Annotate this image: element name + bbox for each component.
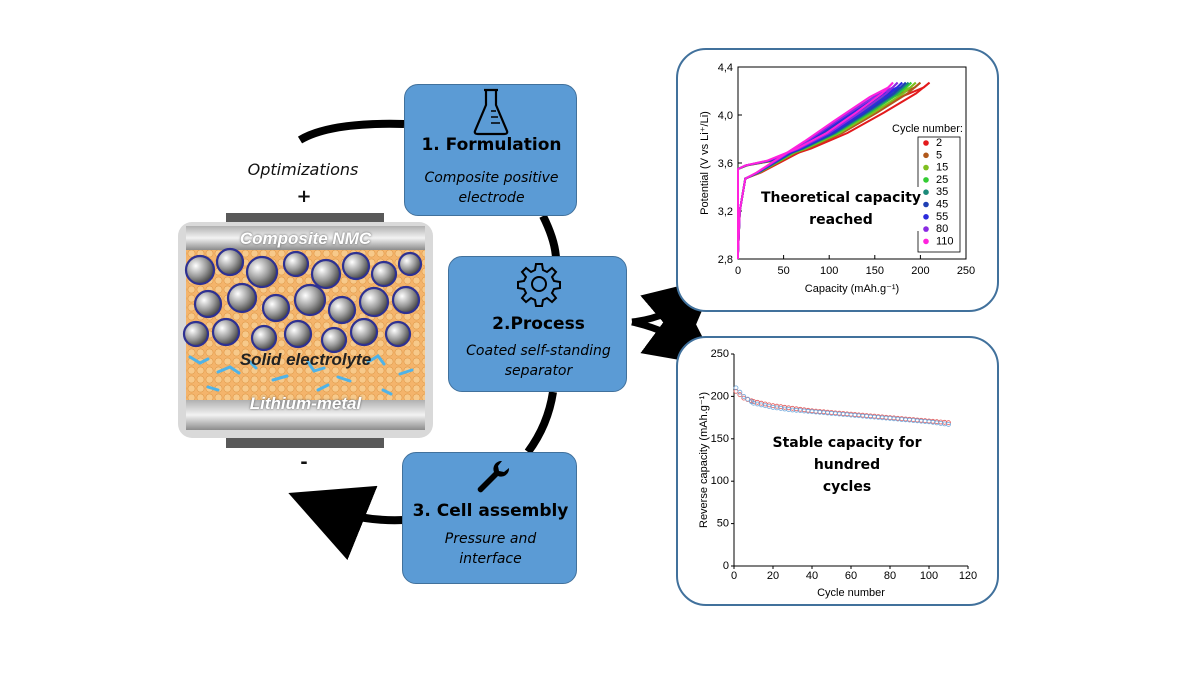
legend-marker-55 — [923, 214, 929, 220]
x-tick-label: 0 — [735, 265, 741, 277]
gear-icon — [517, 263, 561, 307]
step-process-desc-2: separator — [504, 363, 573, 379]
data-point — [733, 385, 739, 391]
step-cell-assembly-desc-2: interface — [459, 551, 522, 567]
legend-label-45: 45 — [936, 199, 948, 211]
cell-stack — [178, 222, 433, 438]
y-tick-label: 100 — [711, 475, 729, 487]
composite-nmc-label: Composite NMC — [239, 229, 372, 248]
x-axis-label: Capacity (mAh.g⁻¹) — [805, 283, 899, 295]
electrolyte-fibers — [188, 354, 414, 396]
legend-marker-15 — [923, 164, 929, 171]
legend-label-110: 110 — [936, 235, 954, 247]
x-tick-label: 150 — [866, 265, 884, 277]
legend-label-15: 15 — [936, 162, 948, 174]
data-point — [737, 389, 743, 395]
y-tick-label: 3,2 — [718, 206, 733, 218]
arc-process-to-assembly — [524, 391, 557, 455]
y-tick-label: 250 — [711, 348, 729, 360]
voltage-chart-annotation: Theoretical capacity reached — [760, 187, 922, 231]
data-point — [946, 422, 951, 427]
minus-sign: - — [300, 452, 308, 473]
negative-current-collector — [226, 438, 384, 448]
y-tick-label: 200 — [711, 390, 729, 402]
capacity-annotation-line-1: Stable capacity for hundred — [772, 435, 922, 473]
series-line-cycle-110 — [737, 81, 894, 259]
plus-sign: + — [296, 186, 312, 207]
y-tick-label: 4,0 — [718, 110, 733, 122]
step-formulation-title: 1. Formulation — [421, 135, 562, 155]
step-process-desc-1: Coated self-standing — [466, 343, 611, 359]
legend-title: Cycle number: — [892, 123, 963, 135]
step-cell-assembly: 3. Cell assembly Pressure and interface — [402, 452, 577, 584]
lithium-metal-label: Lithium-metal — [249, 394, 362, 413]
x-tick-label: 250 — [957, 265, 975, 277]
flask-icon — [473, 88, 509, 136]
x-axis-label: Cycle number — [817, 587, 885, 599]
y-tick-label: 0 — [723, 560, 729, 572]
legend-label-25: 25 — [936, 174, 948, 186]
step-formulation: 1. Formulation Composite positive electr… — [404, 84, 577, 216]
legend-label-80: 80 — [936, 223, 948, 235]
capacity-annotation-line-2: cycles — [822, 479, 872, 495]
capacity-chart-annotation: Stable capacity for hundred cycles — [738, 432, 956, 498]
arc-assembly-to-cell — [288, 485, 405, 561]
y-tick-label: 4,4 — [718, 62, 733, 74]
y-axis-label: Potential (V vs Li⁺/Li) — [699, 111, 711, 215]
data-point — [745, 396, 751, 402]
nmc-particles — [182, 247, 423, 354]
x-tick-label: 80 — [884, 570, 896, 582]
data-point — [741, 394, 747, 399]
y-tick-label: 3,6 — [718, 158, 733, 170]
y-tick-label: 150 — [711, 433, 729, 445]
step-cell-assembly-title: 3. Cell assembly — [412, 501, 569, 521]
solid-electrolyte-label: Solid electrolyte — [239, 350, 372, 369]
voltage-annotation-line-2: reached — [809, 212, 873, 228]
legend-marker-110 — [923, 238, 929, 245]
x-tick-label: 20 — [767, 570, 779, 582]
x-tick-label: 200 — [911, 265, 929, 277]
x-tick-label: 100 — [920, 570, 938, 582]
legend-marker-25 — [923, 177, 929, 183]
series-line-cycle-110-discharge — [737, 81, 894, 254]
y-tick-label: 2,8 — [718, 254, 733, 266]
legend-label-2: 2 — [936, 137, 942, 149]
series-line-cycle-2 — [737, 81, 931, 259]
data-point — [737, 392, 743, 398]
legend-label-5: 5 — [936, 149, 942, 161]
legend-marker-35 — [923, 189, 929, 195]
legend-marker-2 — [923, 140, 929, 146]
cell-illustration: Composite NMC Solid electrolyte Lithium-… — [178, 210, 433, 450]
x-tick-label: 100 — [820, 265, 838, 277]
wrench-icon — [477, 460, 510, 493]
legend-marker-45 — [923, 201, 929, 208]
positive-current-collector — [226, 213, 384, 223]
step-formulation-desc-1: Composite positive — [424, 170, 559, 186]
voltage-annotation-line-1: Theoretical capacity — [760, 190, 922, 206]
step-process-title: 2.Process — [492, 314, 585, 334]
optimizations-label: Optimizations — [247, 160, 359, 179]
step-cell-assembly-desc-1: Pressure and — [444, 531, 537, 547]
step-formulation-desc-2: electrode — [458, 190, 525, 206]
legend-marker-5 — [923, 152, 929, 159]
x-tick-label: 120 — [959, 570, 977, 582]
y-axis-label: Reverse capacity (mAh.g⁻¹) — [698, 392, 710, 528]
y-tick-label: 50 — [717, 518, 729, 530]
x-tick-label: 0 — [731, 570, 737, 582]
legend-marker-80 — [923, 226, 929, 232]
x-tick-label: 60 — [845, 570, 857, 582]
legend-label-55: 55 — [936, 211, 948, 223]
arc-formulation-to-process — [539, 214, 560, 259]
cell-stack-drawing — [182, 226, 425, 430]
step-process: 2.Process Coated self-standing separator — [448, 256, 627, 392]
legend-label-35: 35 — [936, 186, 948, 198]
arc-to-formulation — [297, 119, 405, 144]
x-tick-label: 40 — [806, 570, 818, 582]
x-tick-label: 50 — [777, 265, 789, 277]
